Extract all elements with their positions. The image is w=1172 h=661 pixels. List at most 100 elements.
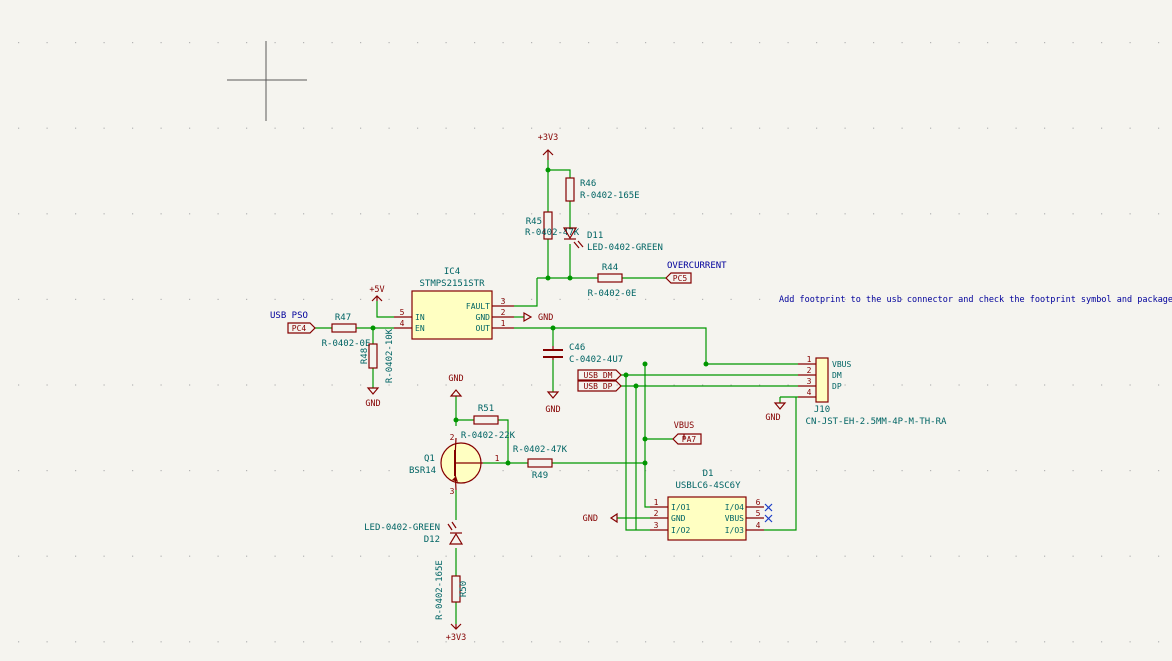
- no-connect-marks: [764, 503, 773, 523]
- d1-pin-name: I/O4: [725, 503, 744, 512]
- d1-pin-num: 1: [654, 498, 659, 507]
- c46-value: C-0402-4U7: [569, 355, 623, 365]
- d1-pin-num: 3: [654, 521, 659, 530]
- d1-pin-name: I/O2: [671, 526, 690, 535]
- pc4-label-text: PC4: [292, 324, 307, 333]
- ic4-pin-num: 5: [400, 308, 405, 317]
- power-5v[interactable]: +5V: [369, 285, 385, 302]
- ic4-pin-name: IN: [415, 313, 425, 322]
- j10-pin-name: DM: [832, 371, 842, 380]
- global-label-usb-dm[interactable]: USB_DM: [577, 369, 622, 381]
- r44-value: R-0402-0E: [588, 289, 637, 299]
- d12-ref: D12: [424, 535, 440, 545]
- j10-pin-name: DP: [832, 382, 842, 391]
- ic4-pin-num: 3: [501, 297, 506, 306]
- j10-ref: J10: [814, 405, 830, 415]
- power-3v3-top[interactable]: +3V3: [538, 133, 558, 160]
- gnd-r48[interactable]: GND: [365, 387, 381, 409]
- net-label-usb-pso[interactable]: USB PSO: [270, 311, 308, 321]
- d11-ref: D11: [587, 231, 603, 241]
- r47-value: R-0402-0E: [322, 339, 371, 349]
- power-3v3-bottom[interactable]: +3V3: [446, 623, 466, 643]
- q1-ref: Q1: [424, 454, 435, 464]
- d1-pin-num: 5: [756, 509, 761, 518]
- ic4-ref: IC4: [444, 267, 460, 277]
- r50-ref: R50: [459, 581, 469, 597]
- led-d11[interactable]: D11 LED-0402-GREEN: [562, 227, 663, 253]
- q1-pin-num: 3: [450, 487, 455, 496]
- ic4-pin-name: GND: [476, 313, 491, 322]
- power-label: +3V3: [538, 133, 558, 143]
- ic4-pin-name: FAULT: [466, 302, 490, 311]
- power-label: GND: [765, 413, 780, 423]
- r47-ref: R47: [335, 313, 351, 323]
- power-label: GND: [365, 399, 380, 409]
- resistor-r49[interactable]: R-0402-47K R49: [513, 445, 568, 481]
- j10-value: CN-JST-EH-2.5MM-4P-M-TH-RA: [806, 417, 947, 427]
- d1-value: USBLC6-4SC6Y: [675, 481, 741, 491]
- tvs-d1[interactable]: D1 USBLC6-4SC6Y 1 2 3 I/O1 GND I/O2 6 5 …: [650, 469, 764, 541]
- power-label: GND: [448, 374, 463, 384]
- power-label: GND: [538, 313, 553, 323]
- global-label-pc5[interactable]: PC5: [665, 272, 692, 284]
- j10-pin-name: VBUS: [832, 360, 851, 369]
- gnd-j10[interactable]: GND: [765, 402, 787, 423]
- pc5-label-text: PC5: [673, 274, 688, 283]
- gnd-d1[interactable]: GND: [583, 512, 618, 524]
- resistor-r50[interactable]: R50 R-0402-165E: [435, 560, 469, 620]
- d11-value: LED-0402-GREEN: [587, 243, 663, 253]
- global-label-pa7[interactable]: PA7: [672, 433, 702, 445]
- ic4-pin-name: EN: [415, 324, 425, 333]
- r48-ref: R48: [360, 348, 370, 364]
- resistor-r48[interactable]: R48 R-0402-10K: [360, 328, 395, 383]
- d1-pin-name: VBUS: [725, 514, 744, 523]
- capacitor-c46[interactable]: C46 C-0402-4U7: [543, 343, 623, 365]
- q1-pin-num: 2: [450, 433, 455, 442]
- ic4-pin-num: 4: [400, 319, 405, 328]
- r46-ref: R46: [580, 179, 596, 189]
- d12-value: LED-0402-GREEN: [364, 523, 440, 533]
- j10-pin-num: 2: [807, 366, 812, 375]
- r45-ref: R45: [526, 217, 542, 227]
- gnd-c46[interactable]: GND: [545, 391, 561, 415]
- q1-value: BSR14: [409, 466, 436, 476]
- global-label-pc4[interactable]: PC4: [287, 322, 316, 334]
- ic4-value: STMPS2151STR: [419, 279, 485, 289]
- r48-value: R-0402-10K: [385, 328, 395, 383]
- r44-ref: R44: [602, 263, 618, 273]
- power-label: GND: [545, 405, 560, 415]
- transistor-q1[interactable]: 2 1 3 Q1 BSR14: [409, 433, 500, 496]
- ic4-pin-name: OUT: [476, 324, 491, 333]
- r49-value: R-0402-47K: [513, 445, 568, 455]
- resistor-r45[interactable]: R45 R-0402-47K: [525, 211, 580, 240]
- r51-value: R-0402-22K: [461, 431, 516, 441]
- d1-pin-num: 2: [654, 509, 659, 518]
- j10-pin-num: 4: [807, 388, 812, 397]
- ic4-symbol[interactable]: IC4 STMPS2151STR 5 IN 4 EN 3 FAULT 2 GND…: [394, 267, 514, 340]
- d1-pin-name: I/O1: [671, 503, 690, 512]
- resistor-r47[interactable]: R47 R-0402-0E: [322, 313, 371, 349]
- net-label-overcurrent[interactable]: OVERCURRENT: [667, 261, 727, 271]
- resistor-r44[interactable]: R44 R-0402-0E: [588, 263, 637, 299]
- resistor-r51[interactable]: R51 R-0402-22K: [461, 404, 516, 441]
- r46-value: R-0402-165E: [580, 191, 640, 201]
- power-label: +5V: [369, 285, 384, 295]
- d1-pin-num: 4: [756, 521, 761, 530]
- connector-j10[interactable]: 1 2 3 4 VBUS DM DP J10 CN-JST-EH-2.5MM-4…: [798, 355, 947, 427]
- led-d12[interactable]: LED-0402-GREEN D12: [364, 521, 464, 545]
- d1-pin-num: 6: [756, 498, 761, 507]
- r51-ref: R51: [478, 404, 494, 414]
- d1-pin-name: I/O3: [725, 526, 744, 535]
- d1-ref: D1: [703, 469, 714, 479]
- gnd-q1[interactable]: GND: [448, 374, 464, 397]
- global-label-usb-dp[interactable]: USB_DP: [577, 380, 622, 392]
- j10-pin-num: 1: [807, 355, 812, 364]
- schematic-note[interactable]: Add footprint to the usb connector and c…: [779, 295, 1172, 305]
- gnd-ic4[interactable]: GND: [523, 311, 553, 323]
- q1-pin-num: 1: [495, 454, 500, 463]
- resistor-r46[interactable]: R46 R-0402-165E: [565, 177, 640, 202]
- junctions: [370, 167, 709, 466]
- power-vbus[interactable]: VBUS: [674, 421, 694, 439]
- r50-value: R-0402-165E: [435, 560, 445, 620]
